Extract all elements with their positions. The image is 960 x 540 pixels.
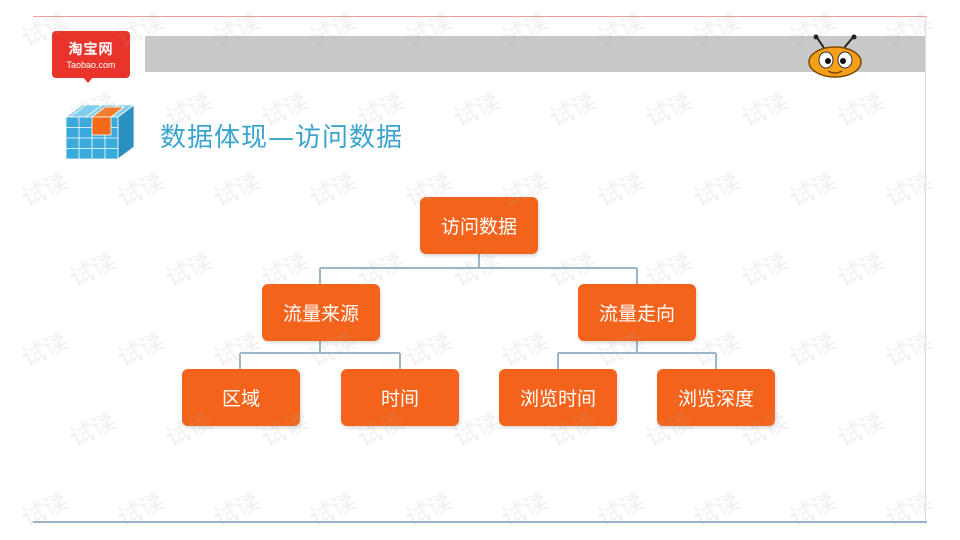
slide-canvas bbox=[33, 16, 927, 524]
node-browse-depth: 浏览深度 bbox=[657, 369, 775, 426]
logo-en-text: Taobao.com bbox=[66, 60, 116, 70]
top-rule bbox=[33, 16, 927, 17]
node-region: 区域 bbox=[182, 369, 300, 426]
node-time: 时间 bbox=[341, 369, 459, 426]
node-traffic-direction: 流量走向 bbox=[578, 284, 696, 341]
data-cube-icon bbox=[66, 104, 134, 159]
ant-mascot-icon bbox=[808, 34, 862, 78]
page-title: 数据体现—访问数据 bbox=[160, 123, 404, 153]
taobao-logo: 淘宝网 Taobao.com bbox=[52, 31, 130, 78]
header-bar bbox=[145, 36, 925, 72]
node-root: 访问数据 bbox=[420, 197, 538, 254]
right-rule bbox=[925, 16, 926, 523]
node-traffic-source: 流量来源 bbox=[262, 284, 380, 341]
logo-tail bbox=[82, 76, 94, 83]
bottom-rule bbox=[33, 521, 927, 523]
node-browse-time: 浏览时间 bbox=[499, 369, 617, 426]
logo-cn-text: 淘宝网 bbox=[68, 42, 114, 58]
